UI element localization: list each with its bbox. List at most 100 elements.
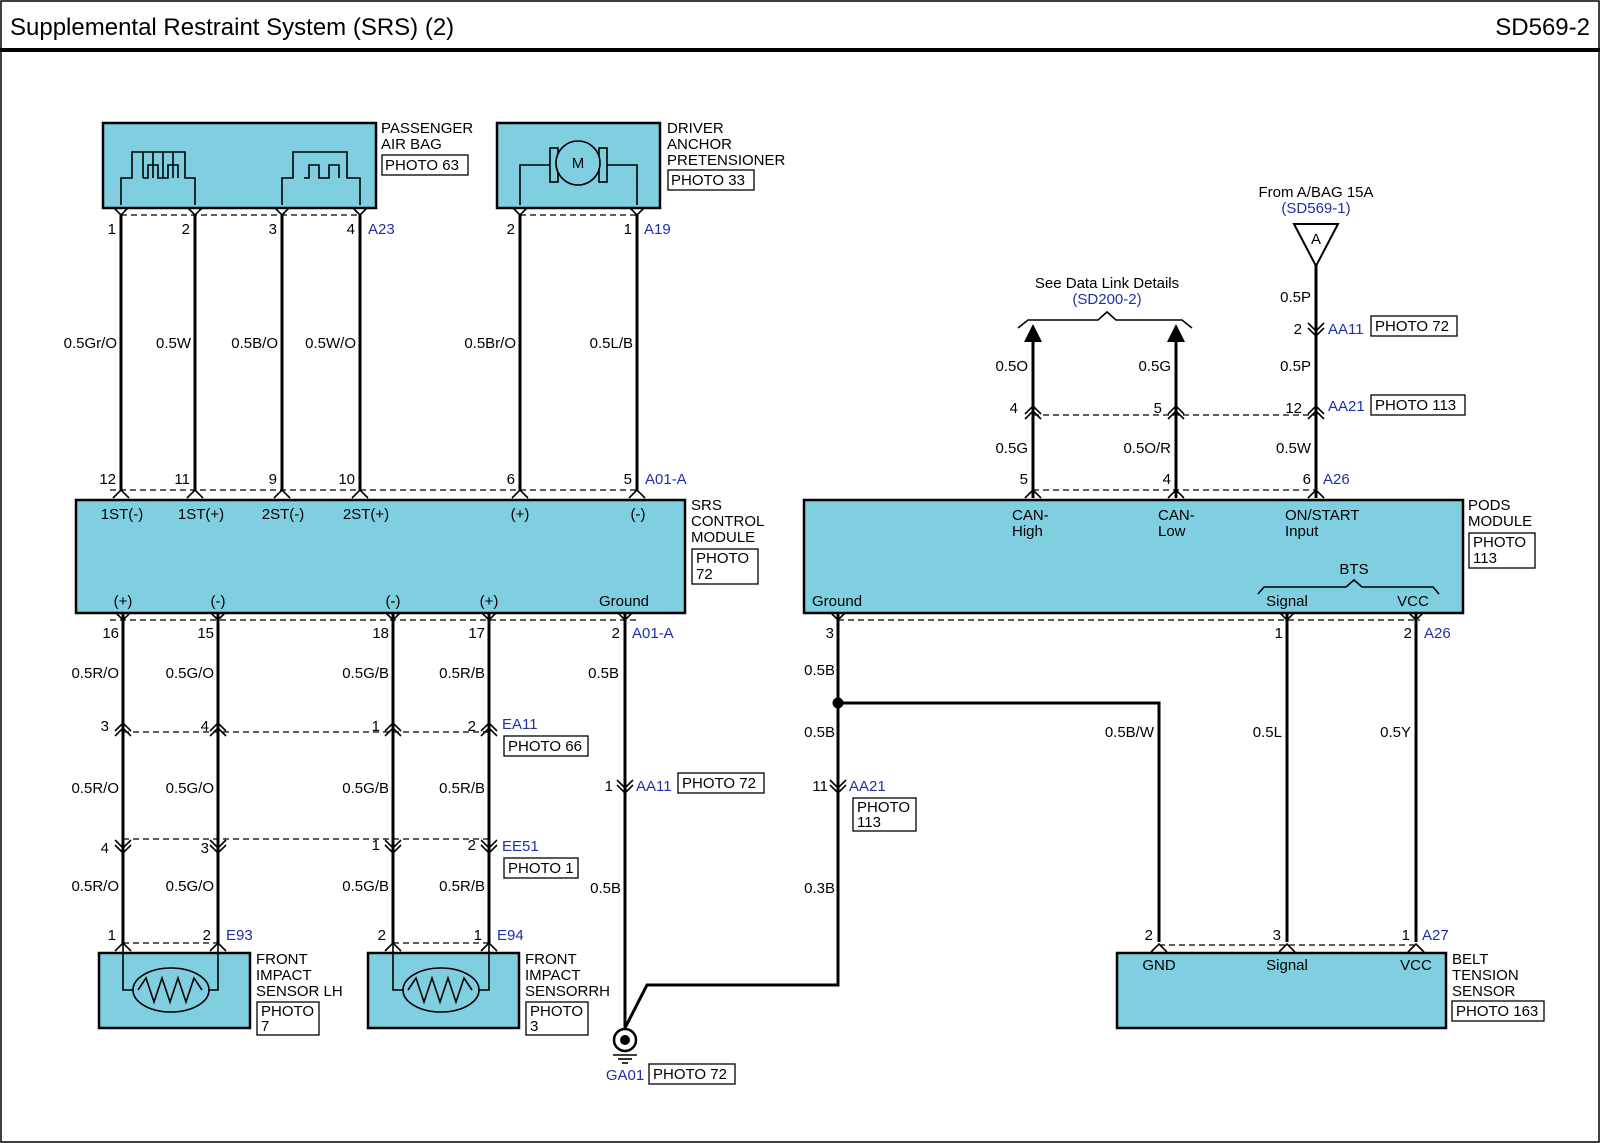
pin-label: 1	[474, 927, 482, 944]
rh-photo2: 3	[530, 1018, 538, 1035]
diagram-title: Supplemental Restraint System (SRS) (2)	[10, 14, 454, 41]
pin-label: 4	[201, 718, 209, 735]
passenger-airbag-name1: PASSENGER	[381, 120, 473, 137]
pin-label: 1	[605, 778, 613, 795]
passenger-airbag-name2: AIR BAG	[381, 136, 442, 153]
rh-name1: FRONT	[525, 951, 577, 968]
pin-label: 12	[1285, 400, 1302, 417]
wire-label: 0.5G/O	[166, 878, 214, 895]
wire-label: 0.5L	[1253, 724, 1282, 741]
pin-label: 3	[201, 840, 209, 857]
pin-label: 2	[182, 221, 190, 238]
ground-ga01: GA01 PHOTO 72	[606, 1027, 736, 1085]
driver-anchor-pretensioner: M DRIVER ANCHOR PRETENSIONER PHOTO 33 2 …	[495, 120, 786, 238]
srs-photo2: 72	[696, 566, 713, 583]
connector-id: A23	[368, 221, 395, 238]
wire-label: 0.5R/B	[439, 878, 485, 895]
wire-label: 0.5Gr/O	[64, 335, 117, 352]
abag-text: From A/BAG 15A	[1258, 184, 1373, 201]
pods-ground-label: Ground	[812, 593, 862, 610]
wire-label: 0.5B/O	[231, 335, 278, 352]
inline-connector-aa21-pods: 11 AA21 PHOTO 113	[812, 778, 917, 832]
wire-label: 0.5B/W	[1105, 724, 1155, 741]
pin-label: 3	[269, 221, 277, 238]
wire-label: 0.5B	[804, 724, 835, 741]
pods-module: 5 4 6 A26 CAN- High CAN- Low ON/START In…	[802, 471, 1536, 642]
wire-label: 0.5G	[1138, 358, 1171, 375]
abag-letter: A	[1311, 231, 1321, 248]
inline-connector-aa11-srs: 1 AA11 PHOTO 72	[605, 772, 765, 795]
ea11-photo: PHOTO 66	[508, 738, 582, 755]
connector-id: AA21	[849, 778, 886, 795]
terminal-label: (+)	[511, 506, 530, 523]
pin-label: 1	[108, 927, 116, 944]
pin-label: 2	[1294, 321, 1302, 338]
belt-name1: BELT	[1452, 951, 1488, 968]
rh-name3: SENSORRH	[525, 983, 610, 1000]
wire-label: 0.5B	[588, 665, 619, 682]
pin-label: 2	[507, 221, 515, 238]
wire-label: 0.5R/B	[439, 780, 485, 797]
belt-signal-label: Signal	[1266, 957, 1308, 974]
wire-label: 0.5Y	[1380, 724, 1411, 741]
data-link-ref: (SD200-2)	[1072, 291, 1141, 308]
pin-label: 1	[624, 221, 632, 238]
terminal-label: 1ST(-)	[101, 506, 144, 523]
terminal-label: 2ST(-)	[262, 506, 305, 523]
wire-label: 0.5R/O	[71, 780, 119, 797]
wire-label: 0.5G/B	[342, 780, 389, 797]
abag-ref: (SD569-1)	[1281, 200, 1350, 217]
connector-id: A26	[1323, 471, 1350, 488]
connector-id: A19	[644, 221, 671, 238]
pin-label: 2	[203, 927, 211, 944]
pin-label: 6	[1303, 471, 1311, 488]
wire-label: 0.5P	[1280, 289, 1311, 306]
wire-label: 0.5R/B	[439, 665, 485, 682]
pin-label: 2	[468, 837, 476, 854]
connector-id: A01-A	[645, 471, 687, 488]
on-start-label1: ON/START	[1285, 507, 1359, 524]
rh-photo1: PHOTO	[530, 1003, 583, 1020]
pin-label: 15	[197, 625, 214, 642]
lh-photo1: PHOTO	[261, 1003, 314, 1020]
connector-id: AA21	[1328, 398, 1365, 415]
srs-name2: CONTROL	[691, 513, 764, 530]
pin-label: 11	[174, 471, 190, 488]
connector-id: EE51	[502, 838, 539, 855]
pin-label: 4	[1010, 400, 1018, 417]
inline-connector-ea11: 3 4 1 2 EA11 PHOTO 66	[101, 716, 589, 757]
wire-label: 0.5Br/O	[464, 335, 516, 352]
aa11-top-photo: PHOTO 72	[1375, 318, 1449, 335]
front-impact-sensor-lh: 1 2 E93 FRONT IMPACT SENSOR LH PHOTO 7	[97, 927, 343, 1036]
pin-label: 2	[1145, 927, 1153, 944]
pin-label: 11	[812, 778, 828, 795]
pin-label: 1	[372, 837, 380, 854]
pin-label: 9	[269, 471, 277, 488]
can-low-label2: Low	[1158, 523, 1186, 540]
wire-label: 0.5G/B	[342, 665, 389, 682]
driver-anchor-name1: DRIVER	[667, 120, 724, 137]
pin-label: 18	[372, 625, 389, 642]
connector-id: AA11	[1328, 321, 1364, 338]
pin-label: 3	[101, 718, 109, 735]
belt-photo: PHOTO 163	[1456, 1003, 1538, 1020]
inline-connector-aa21-top: 4 5 12 AA21 PHOTO 113	[1010, 394, 1466, 417]
lh-photo2: 7	[261, 1018, 269, 1035]
wire-label: 0.5B	[804, 662, 835, 679]
wire-label: 0.5W/O	[305, 335, 356, 352]
pin-label: 1	[108, 221, 116, 238]
pin-label: 17	[468, 625, 485, 642]
data-link-reference: See Data Link Details (SD200-2)	[1017, 275, 1193, 329]
wire-label: 0.3B	[804, 880, 835, 897]
pin-label: 4	[1163, 471, 1171, 488]
aa21-pods-photo1: PHOTO	[857, 799, 910, 816]
pin-label: 1	[1402, 927, 1410, 944]
pin-label: 4	[347, 221, 355, 238]
lh-name2: IMPACT	[256, 967, 312, 984]
motor-label: M	[572, 155, 585, 172]
wire-label: 0.5G/O	[166, 665, 214, 682]
pin-markers	[112, 206, 1425, 953]
belt-name2: TENSION	[1452, 967, 1519, 984]
pods-name2: MODULE	[1468, 513, 1532, 530]
